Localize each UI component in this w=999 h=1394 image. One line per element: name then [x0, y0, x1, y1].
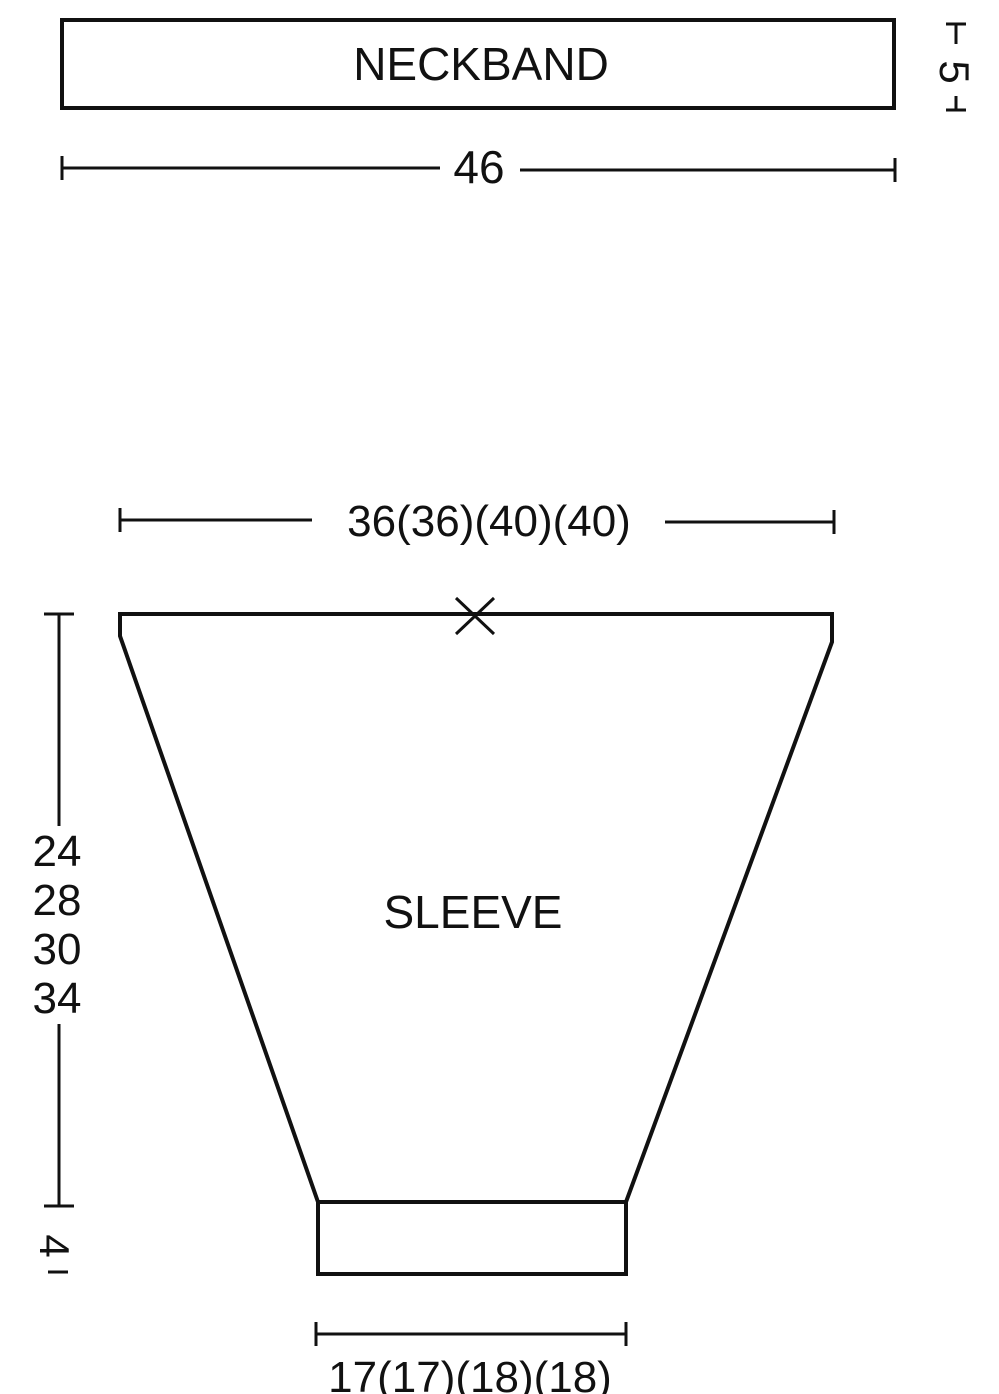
sleeve-cuff-height-label: 4 — [31, 1234, 78, 1257]
sleeve-top-width-label: 36(36)(40)(40) — [347, 497, 631, 546]
neckband-height-dimension: 5 — [931, 22, 978, 112]
neckband-width-dimension: 46 — [60, 141, 897, 193]
center-mark-stroke-b — [454, 596, 496, 636]
sleeve-cuff — [316, 1200, 628, 1276]
neckband-width-label: 46 — [453, 141, 504, 193]
sleeve-cuff-width-dimension: 17(17)(18)(18) — [314, 1322, 628, 1394]
sleeve-length-label-1: 24 — [33, 827, 82, 876]
sleeve-length-label-3: 30 — [33, 925, 82, 974]
sleeve-top-width-dimension: 36(36)(40)(40) — [118, 497, 836, 546]
sleeve-piece: SLEEVE — [118, 596, 834, 1276]
sleeve-length-label-2: 28 — [33, 876, 82, 925]
neckband-height-label: 5 — [931, 60, 978, 83]
neckband-piece: NECKBAND — [60, 18, 896, 110]
sleeve-cuff-width-label: 17(17)(18)(18) — [328, 1353, 612, 1394]
neckband-label: NECKBAND — [353, 38, 609, 90]
sleeve-label: SLEEVE — [384, 886, 563, 938]
sleeve-length-dimension: 24 28 30 34 — [33, 612, 82, 1208]
sleeve-cuff-height-dimension: 4 — [31, 1234, 78, 1274]
neckband-outline — [60, 18, 896, 110]
sleeve-length-label-4: 34 — [33, 974, 82, 1023]
